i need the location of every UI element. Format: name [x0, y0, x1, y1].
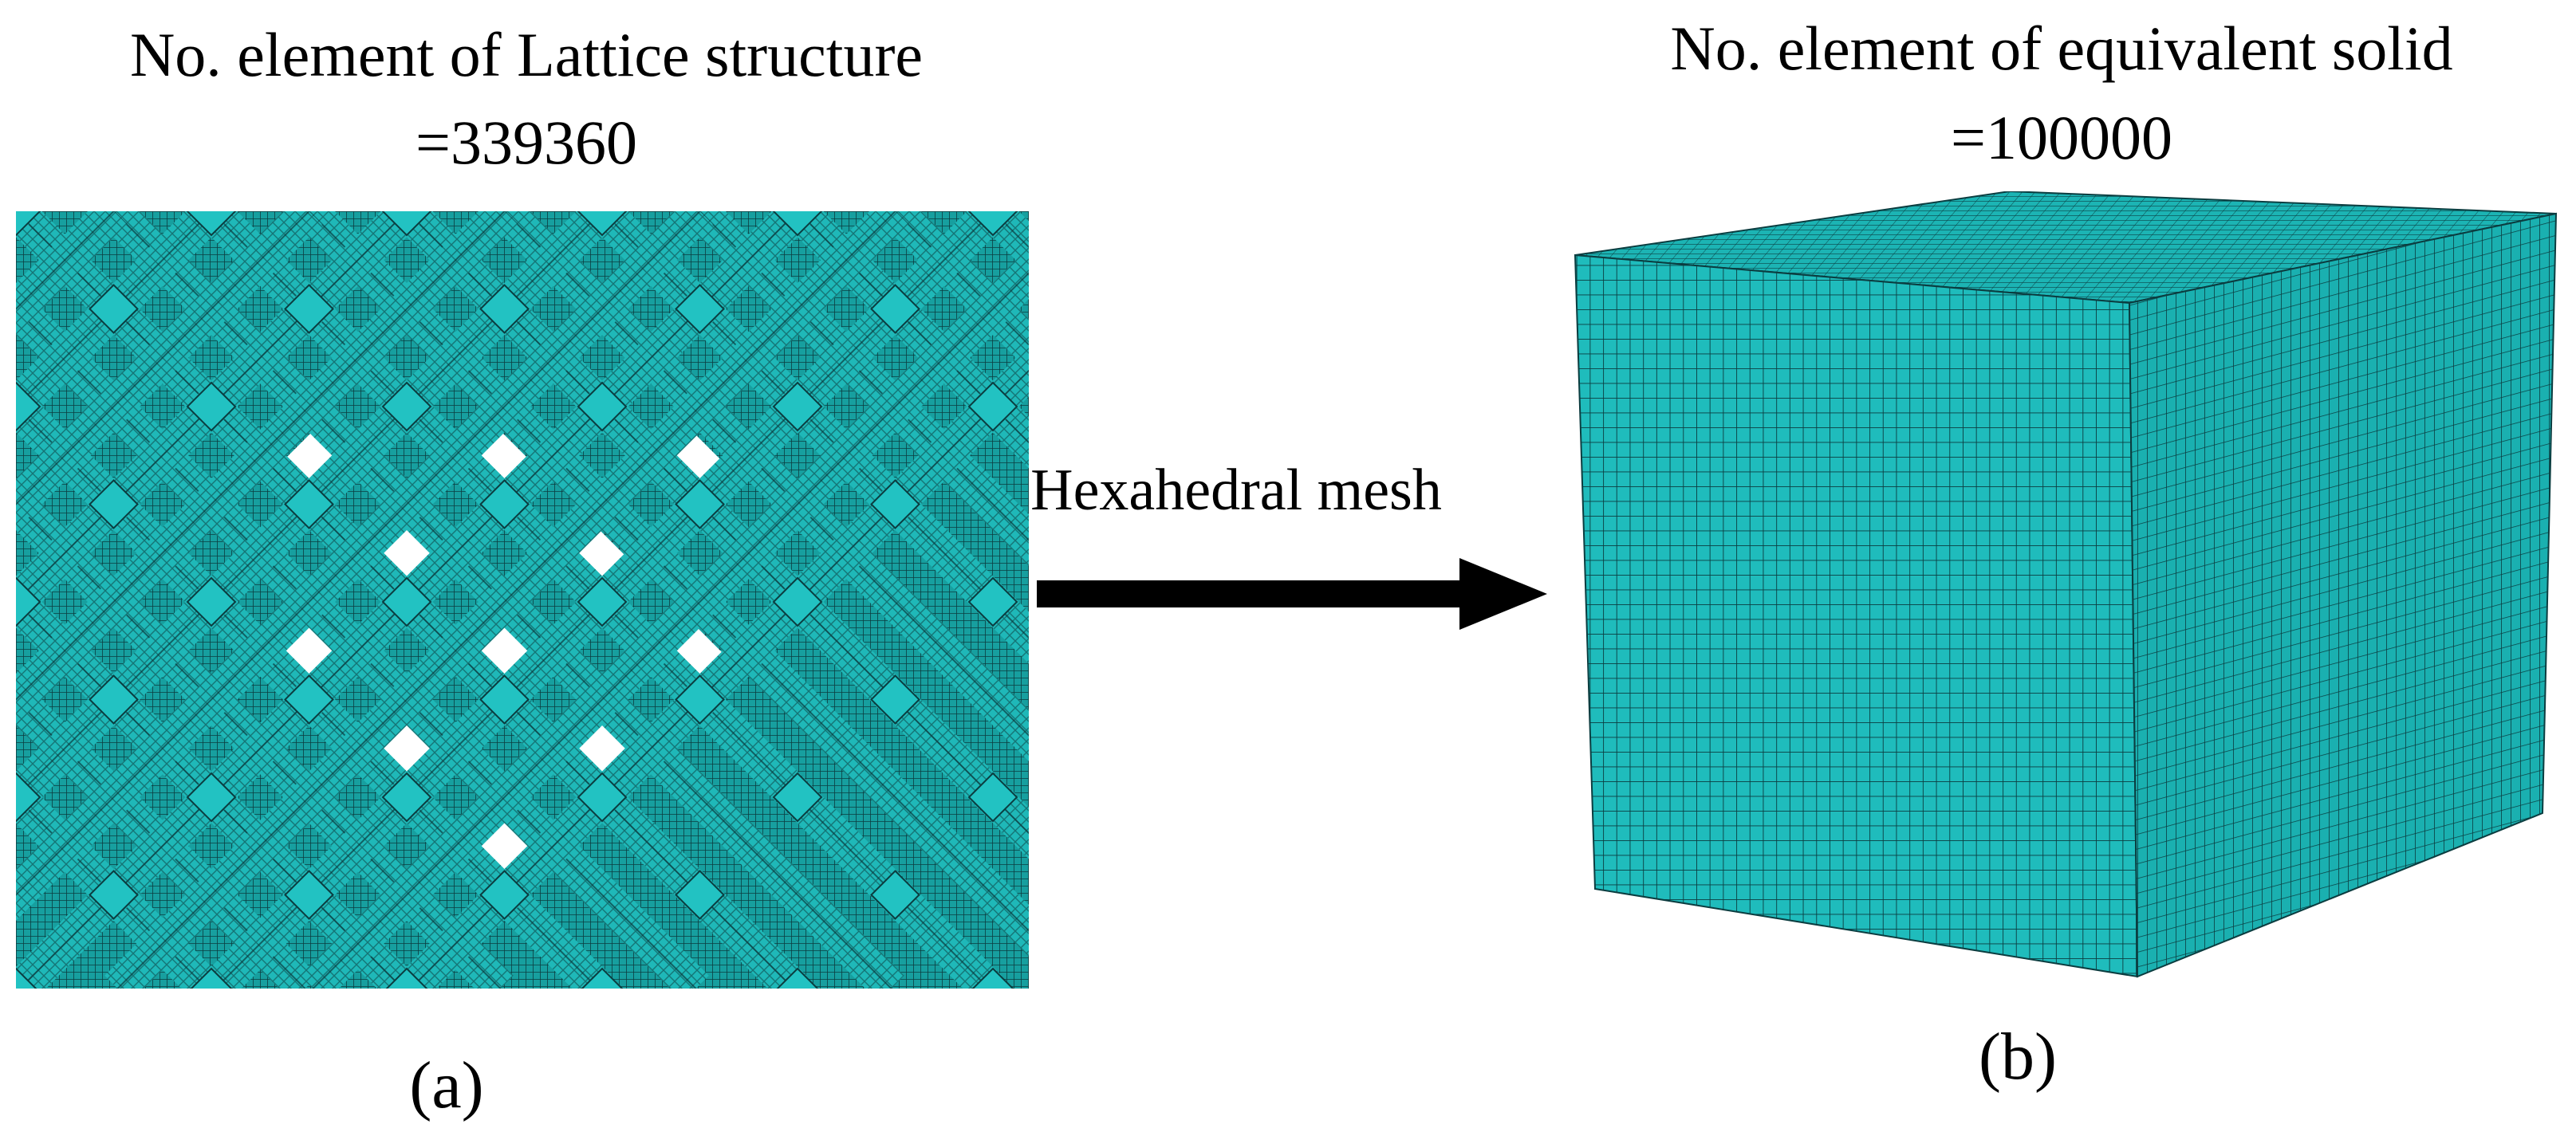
lattice-node [385, 967, 428, 989]
lattice-node [577, 211, 628, 237]
lattice-node [16, 772, 41, 823]
lattice-node [870, 479, 920, 529]
lattice-node [675, 479, 725, 529]
transition-arrow [1037, 558, 1547, 630]
lattice-node [967, 772, 1018, 823]
lattice-node [776, 967, 819, 989]
lattice-node [870, 284, 920, 334]
lattice-strut [116, 211, 896, 989]
lattice-node [89, 284, 139, 334]
lattice-node [870, 870, 920, 920]
lattice-node [284, 870, 334, 920]
lattice-element-count: =339360 [416, 108, 637, 177]
lattice-node [284, 674, 334, 725]
lattice-node [479, 870, 530, 920]
solid-title: No. element of equivalent solid [1670, 14, 2453, 83]
lattice-node [772, 772, 823, 823]
panel-b-label: (b) [1979, 1020, 2057, 1094]
lattice-node [479, 674, 530, 725]
lattice-node [89, 674, 139, 725]
solid-element-count: =100000 [1951, 103, 2172, 172]
cube-side-face [2128, 212, 2558, 978]
hexahedral-mesh-label: Hexahedral mesh [1030, 458, 1442, 523]
lattice-node [16, 576, 41, 627]
lattice-node [675, 674, 725, 725]
lattice-strut [699, 211, 1029, 541]
lattice-node [186, 211, 237, 237]
lattice-node [284, 479, 334, 529]
lattice-node [381, 381, 432, 432]
lattice-node [870, 674, 920, 725]
lattice-node [16, 967, 37, 989]
lattice-node [16, 211, 41, 237]
lattice-node [479, 284, 530, 334]
lattice-node [89, 870, 139, 920]
lattice-node [772, 576, 823, 627]
panel-a-label: (a) [409, 1048, 484, 1122]
lattice-node [284, 284, 334, 334]
lattice-node [577, 772, 628, 823]
lattice-node [577, 576, 628, 627]
lattice-node [190, 967, 233, 989]
lattice-strut [797, 211, 1029, 444]
lattice-node [577, 381, 628, 432]
lattice-node [967, 211, 1018, 237]
lattice-strut [16, 211, 701, 896]
lattice-nodes [16, 211, 1018, 989]
lattice-strut [16, 211, 310, 505]
lattice-node [772, 211, 823, 237]
lattice-node [967, 381, 1018, 432]
lattice-node [967, 576, 1018, 627]
lattice-node [381, 772, 432, 823]
lattice-node [581, 967, 624, 989]
equivalent-solid-cube [1574, 191, 2558, 978]
lattice-node [186, 576, 237, 627]
lattice-strut [894, 211, 1029, 346]
lattice-node [675, 870, 725, 920]
lattice-node [381, 211, 432, 237]
lattice-node [772, 381, 823, 432]
lattice-structure-illustration [16, 211, 1029, 989]
cube-front-face [1574, 254, 2139, 978]
lattice-strut [503, 211, 1029, 737]
lattice-node [675, 284, 725, 334]
lattice-node [186, 381, 237, 432]
lattice-strut [16, 211, 506, 701]
lattice-node [971, 967, 1014, 989]
lattice-node [89, 479, 139, 529]
lattice-node [479, 479, 530, 529]
lattice-title: No. element of Lattice structure [129, 20, 924, 89]
lattice-strut [16, 211, 212, 408]
lattice-strut [312, 272, 1029, 989]
lattice-node [186, 772, 237, 823]
lattice-node [16, 381, 41, 432]
lattice-node [381, 576, 432, 627]
